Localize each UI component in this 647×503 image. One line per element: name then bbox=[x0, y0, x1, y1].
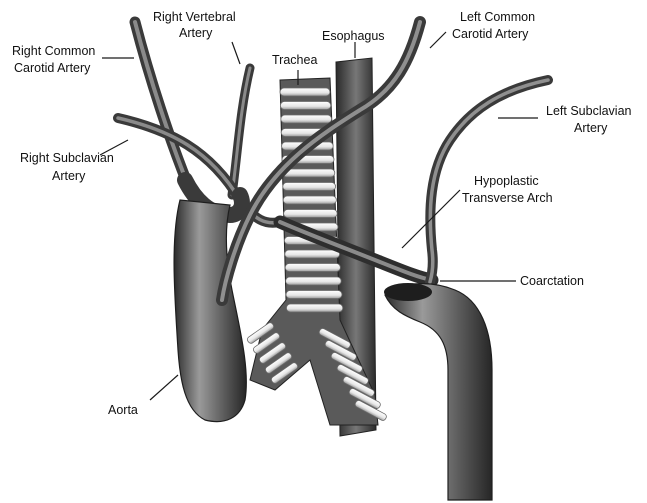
trachea-ring bbox=[280, 88, 330, 96]
trachea-ring bbox=[283, 196, 336, 204]
trachea-ring bbox=[282, 169, 334, 177]
label-esophagus: Esophagus bbox=[322, 29, 385, 43]
trachea-ring bbox=[285, 264, 340, 272]
trachea-ring bbox=[286, 304, 342, 312]
label-hypoplastic-arch: Hypoplastic Transverse Arch bbox=[462, 174, 553, 205]
right-vessels bbox=[118, 22, 280, 223]
leader-aorta bbox=[150, 375, 178, 400]
trachea-ring bbox=[283, 183, 336, 191]
trachea-ring bbox=[281, 115, 332, 123]
label-right-common-carotid: Right Common Carotid Artery bbox=[12, 44, 99, 75]
label-left-subclavian: Left Subclavian Artery bbox=[546, 104, 635, 135]
trachea-ring bbox=[286, 291, 342, 299]
leader-left-common-carotid bbox=[430, 32, 446, 48]
leader-right-vertebral bbox=[232, 42, 240, 64]
trachea-ring bbox=[285, 250, 340, 258]
label-trachea: Trachea bbox=[272, 53, 317, 67]
label-coarctation: Coarctation bbox=[520, 274, 584, 288]
descending-aorta bbox=[384, 283, 492, 500]
trachea-ring bbox=[280, 102, 330, 110]
trachea-ring bbox=[284, 210, 338, 218]
label-right-subclavian: Right Subclavian Artery bbox=[20, 151, 117, 183]
trachea-ring bbox=[286, 277, 342, 285]
label-right-vertebral: Right Vertebral Artery bbox=[153, 10, 239, 40]
label-aorta: Aorta bbox=[108, 403, 138, 417]
label-left-common-carotid: Left Common Carotid Artery bbox=[452, 10, 539, 41]
